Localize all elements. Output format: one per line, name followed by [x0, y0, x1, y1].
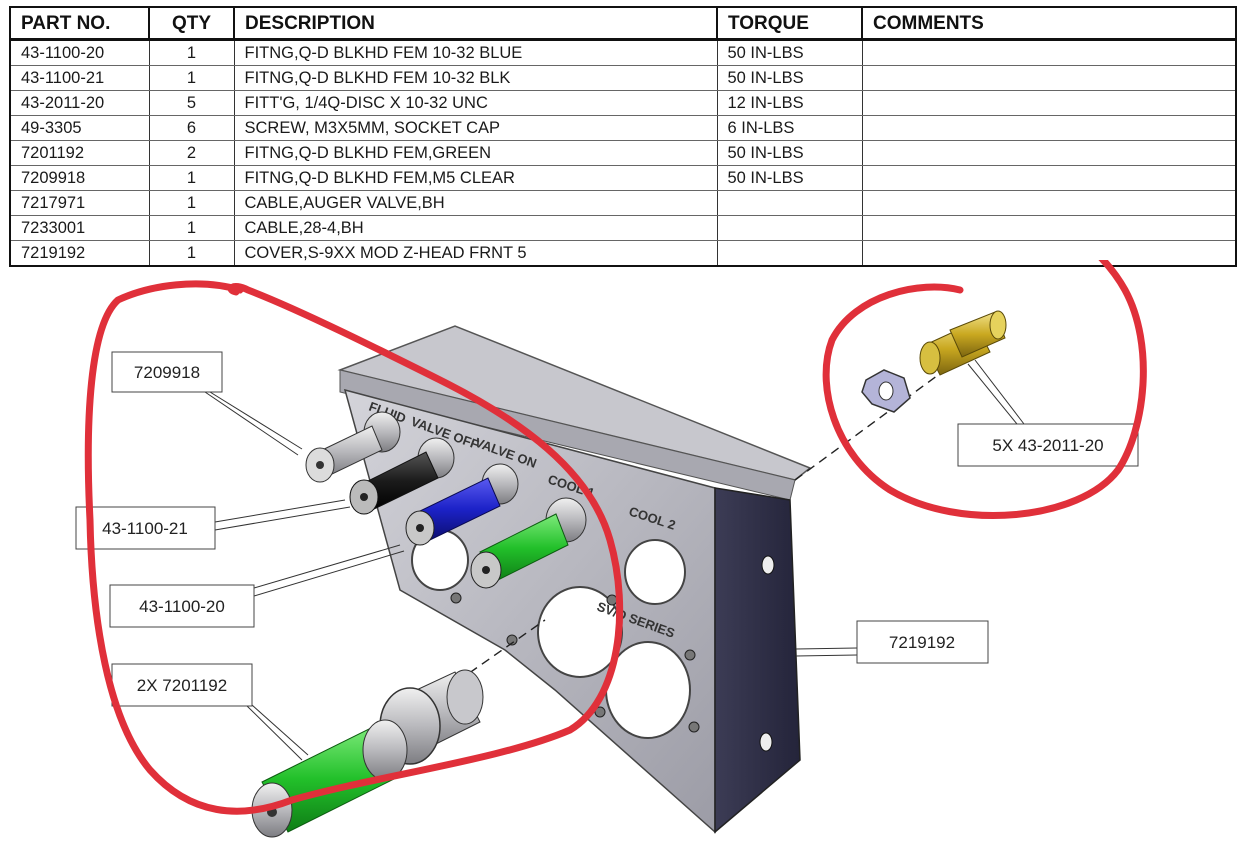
cell-comments [861, 215, 1237, 241]
cell-qty: 1 [148, 215, 235, 241]
cell-description: COVER,S-9XX MOD Z-HEAD FRNT 5 [233, 240, 718, 267]
cell-torque: 50 IN-LBS [716, 140, 863, 166]
red-annotation-marks [84, 260, 1147, 815]
cell-part-no: 7209918 [9, 165, 150, 191]
exploded-assembly-drawing: FLUID VALVE OFF VALVE ON COOL 1 COOL 2 S… [75, 260, 1147, 838]
cell-description: FITNG,Q-D BLKHD FEM,M5 CLEAR [233, 165, 718, 191]
callout-label-43-1100-21: 43-1100-21 [102, 519, 188, 538]
callout-label-5x-43-2011-20: 5X 43-2011-20 [992, 436, 1103, 455]
cell-part-no: 7217971 [9, 190, 150, 216]
cell-qty: 1 [148, 240, 235, 267]
cell-comments [861, 240, 1237, 267]
cell-comments [861, 65, 1237, 91]
red-annotation-right-loop [822, 260, 1147, 520]
cell-torque: 50 IN-LBS [716, 39, 863, 66]
callout-43-1100-20: 43-1100-20 [109, 584, 255, 628]
cell-comments [861, 90, 1237, 116]
callout-label-43-1100-20: 43-1100-20 [139, 597, 225, 616]
cell-part-no: 49-3305 [9, 115, 150, 141]
table-header-row: PART NO. QTY DESCRIPTION TORQUE COMMENTS [9, 6, 1237, 41]
header-description: DESCRIPTION [233, 6, 718, 41]
callout-label-7209918: 7209918 [134, 363, 200, 382]
cell-qty: 1 [148, 165, 235, 191]
callout-43-1100-21: 43-1100-21 [75, 506, 216, 550]
bill-of-materials-table: PART NO. QTY DESCRIPTION TORQUE COMMENTS… [9, 6, 1237, 267]
cell-torque: 12 IN-LBS [716, 90, 863, 116]
header-torque: TORQUE [716, 6, 863, 41]
cell-description: FITT'G, 1/4Q-DISC X 10-32 UNC [233, 90, 718, 116]
cell-qty: 1 [148, 65, 235, 91]
fitting-clear-7209918 [305, 411, 401, 483]
callout-label-7219192: 7219192 [889, 633, 955, 652]
cell-qty: 2 [148, 140, 235, 166]
fitting-green-7201192-mounted [470, 497, 587, 589]
cell-description: FITNG,Q-D BLKHD FEM 10-32 BLK [233, 65, 718, 91]
fitting-blue-43-1100-20 [405, 463, 519, 546]
callout-label-2x-7201192: 2X 7201192 [137, 676, 227, 695]
cell-description: CABLE,AUGER VALVE,BH [233, 190, 718, 216]
cell-torque [716, 240, 863, 267]
cell-qty: 6 [148, 115, 235, 141]
cover-plate: FLUID VALVE OFF VALVE ON COOL 1 COOL 2 S… [337, 325, 812, 834]
header-part-no: PART NO. [9, 6, 150, 41]
callout-7209918: 7209918 [111, 351, 223, 393]
cell-torque: 6 IN-LBS [716, 115, 863, 141]
cell-comments [861, 165, 1237, 191]
cell-part-no: 43-1100-20 [9, 39, 150, 66]
cell-torque: 50 IN-LBS [716, 165, 863, 191]
cell-comments [861, 39, 1237, 66]
cell-qty: 1 [148, 39, 235, 66]
cell-part-no: 43-1100-21 [9, 65, 150, 91]
cell-part-no: 7233001 [9, 215, 150, 241]
header-comments: COMMENTS [861, 6, 1237, 41]
cell-part-no: 7219192 [9, 240, 150, 267]
red-annotation-left-loop [84, 280, 624, 815]
cell-part-no: 43-2011-20 [9, 90, 150, 116]
cell-torque: 50 IN-LBS [716, 65, 863, 91]
cell-comments [861, 115, 1237, 141]
fitting-green-7201192-exploded [251, 669, 484, 838]
cell-torque [716, 215, 863, 241]
cell-description: SCREW, M3X5MM, SOCKET CAP [233, 115, 718, 141]
callout-5x-43-2011-20: 5X 43-2011-20 [957, 423, 1139, 467]
cell-torque [716, 190, 863, 216]
fitting-black-43-1100-21 [349, 437, 455, 515]
header-qty: QTY [148, 6, 235, 41]
hex-nut [861, 369, 911, 413]
cell-qty: 1 [148, 190, 235, 216]
cell-comments [861, 140, 1237, 166]
cell-description: FITNG,Q-D BLKHD FEM,GREEN [233, 140, 718, 166]
brass-fitting-43-2011-20 [919, 310, 1007, 376]
leader-lines [204, 359, 1025, 761]
cell-comments [861, 190, 1237, 216]
cell-description: FITNG,Q-D BLKHD FEM 10-32 BLUE [233, 39, 718, 66]
callout-7219192: 7219192 [856, 620, 989, 664]
cell-qty: 5 [148, 90, 235, 116]
callout-2x-7201192: 2X 7201192 [111, 663, 253, 707]
cell-description: CABLE,28-4,BH [233, 215, 718, 241]
cell-part-no: 7201192 [9, 140, 150, 166]
